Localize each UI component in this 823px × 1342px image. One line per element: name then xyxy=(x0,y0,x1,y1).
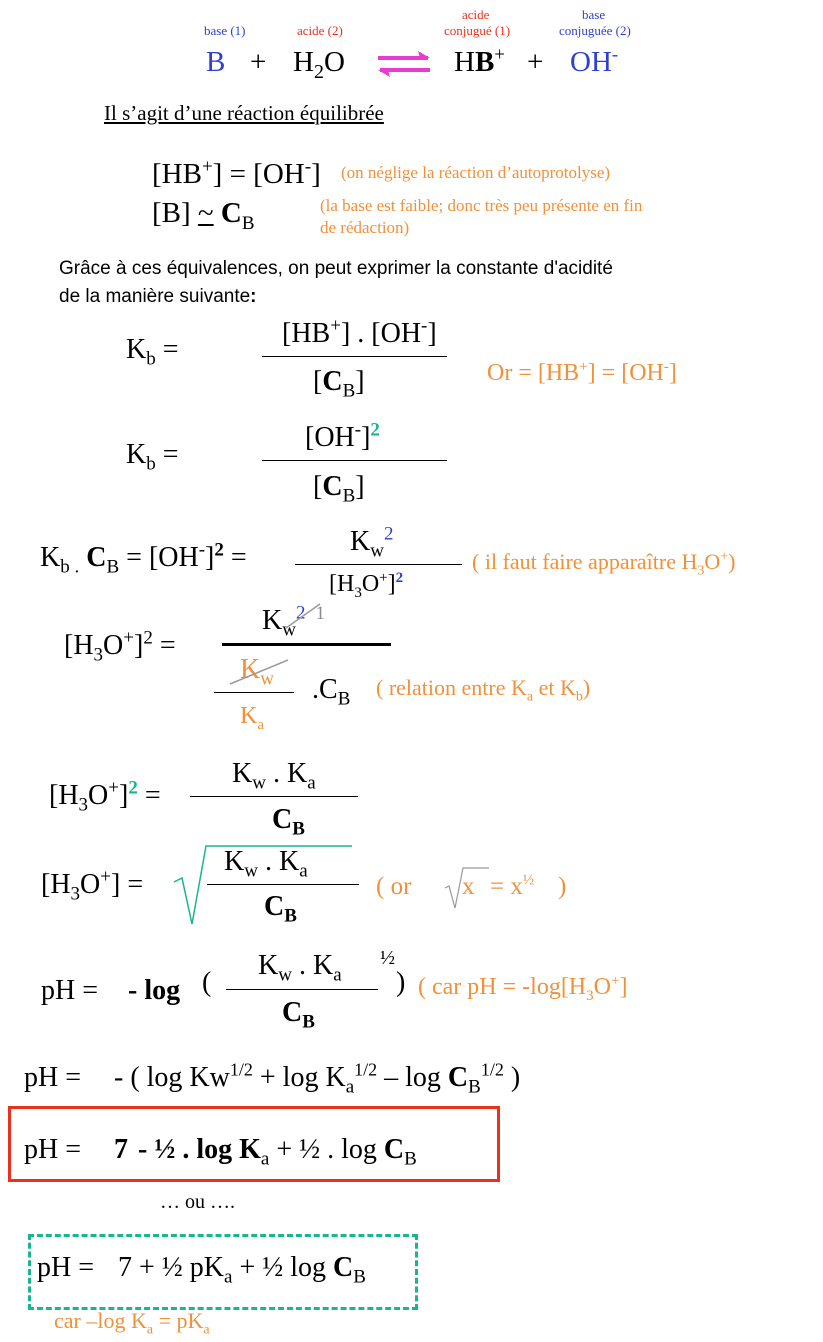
f6-denominator: CB xyxy=(264,891,297,927)
f1-kb: Kb = xyxy=(126,334,179,370)
f7-paren-open: ( xyxy=(202,967,212,998)
f7-exponent-half: ½ xyxy=(380,947,395,969)
f6-left: [H3O+] = xyxy=(41,866,144,905)
f7-paren-close: ) xyxy=(396,967,406,998)
f1-numerator: [HB+] . [OH-] xyxy=(282,315,437,349)
f7-note: ( car pH = -log[H3O+] xyxy=(418,973,628,1004)
label-acide-conjugue-1: acide xyxy=(462,7,490,22)
f3-numerator: Kw2 xyxy=(350,523,394,562)
f4-kw: Kw xyxy=(240,654,274,690)
equivalence-b-cb: [B] ~ CB xyxy=(152,197,255,234)
f3-denominator: [H3O+]2 xyxy=(329,570,404,601)
f8-ph: pH = xyxy=(24,1062,82,1093)
footnote-pka: car –log Ka = pKa xyxy=(54,1308,210,1338)
label-base-1: base (1) xyxy=(204,23,246,38)
note-autoprotolyse: (on néglige la réaction d’autoprotolyse) xyxy=(341,163,611,182)
f5-numerator: Kw . Ka xyxy=(232,758,316,794)
f4-dot-cb: .CB xyxy=(312,674,351,710)
f4-left: [H3O+]2 = xyxy=(64,627,176,666)
equilibrium-arrows-icon xyxy=(378,51,430,77)
label-acide-2: acide (2) xyxy=(297,23,343,38)
f7-numerator: Kw . Ka xyxy=(258,950,342,986)
f6-note-sqrt-icon xyxy=(444,867,489,909)
f4-sub-fraction-bar xyxy=(214,692,294,693)
f5-fraction-bar xyxy=(190,796,358,797)
page-title: Il s’agit d’une réaction équilibrée xyxy=(104,101,384,125)
f2-numerator: [OH-]2 xyxy=(305,419,380,453)
intro-line-1: Grâce à ces équivalences, on peut exprim… xyxy=(59,258,613,279)
f8-expression: - ( log Kw1/2 + log Ka1/2 – log CB1/2 ) xyxy=(114,1059,521,1098)
f4-note: ( relation entre Ka et Kb) xyxy=(376,675,591,705)
f5-left: [H3O+]2 = xyxy=(49,777,161,816)
reaction-hb-plus: HB+ xyxy=(454,44,506,78)
f7-minus-log: - log xyxy=(128,975,181,1006)
f1-denominator: [CB] xyxy=(313,366,365,402)
f7-denominator: CB xyxy=(282,997,315,1033)
f9-ph: pH = xyxy=(24,1134,82,1165)
result-box xyxy=(8,1106,500,1182)
f1-fraction-bar xyxy=(262,356,447,357)
f1-or-note: Or = [HB+] = [OH-] xyxy=(487,359,677,386)
f9-expression: - ½ . log Ka + ½ . log CB xyxy=(138,1134,417,1170)
note-base-faible-1: (la base est faible; donc très peu prése… xyxy=(320,196,643,215)
alternative-result-box xyxy=(28,1234,418,1310)
f2-kb: Kb = xyxy=(126,439,179,475)
f10-expression: 7 + ½ pKa + ½ log CB xyxy=(118,1252,366,1288)
f3-left: Kb . CB = [OH-]2 = xyxy=(40,539,247,578)
f4-strike-mark xyxy=(285,603,321,629)
f4-main-fraction-bar xyxy=(222,643,391,646)
reaction-water: H2O xyxy=(293,46,345,83)
label-acide-conjugue-2: conjugué (1) xyxy=(444,23,511,38)
f6-fraction-bar xyxy=(207,884,359,885)
f6-note-close: ) xyxy=(558,873,567,900)
note-base-faible-2: de rédaction) xyxy=(320,218,410,237)
ou-separator: … ou …. xyxy=(160,1191,235,1213)
f3-fraction-bar xyxy=(295,564,462,565)
f6-note-eq: = x½ xyxy=(490,872,535,900)
f4-kw-strike-mark xyxy=(229,659,289,685)
label-base-conjuguee-1: base xyxy=(582,7,606,22)
equivalence-hb-oh: [HB+] = [OH-] xyxy=(152,156,321,190)
f6-note-x: x xyxy=(462,873,475,900)
f9-seven: 7 xyxy=(114,1134,128,1165)
f3-note: ( il faut faire apparaître H3O+) xyxy=(472,549,736,579)
f10-ph: pH = xyxy=(37,1252,95,1283)
f4-ka: Ka xyxy=(240,703,265,733)
reaction-oh-minus: OH- xyxy=(570,44,619,78)
f6-numerator: Kw . Ka xyxy=(224,846,308,882)
f7-fraction-bar xyxy=(226,989,378,990)
reaction-plus-2: + xyxy=(527,46,544,78)
f6-note-open: ( or xyxy=(376,873,412,900)
reaction-base-b: B xyxy=(206,46,226,78)
f7-ph: pH = xyxy=(41,975,99,1006)
label-base-conjuguee-2: conjuguée (2) xyxy=(559,23,631,38)
f6-sqrt-icon xyxy=(173,845,352,925)
f2-fraction-bar xyxy=(262,460,447,461)
intro-line-2: de la manière suivante: xyxy=(59,286,257,307)
f5-denominator: CB xyxy=(272,804,305,840)
reaction-plus-1: + xyxy=(250,46,267,78)
f2-denominator: [CB] xyxy=(313,471,365,507)
